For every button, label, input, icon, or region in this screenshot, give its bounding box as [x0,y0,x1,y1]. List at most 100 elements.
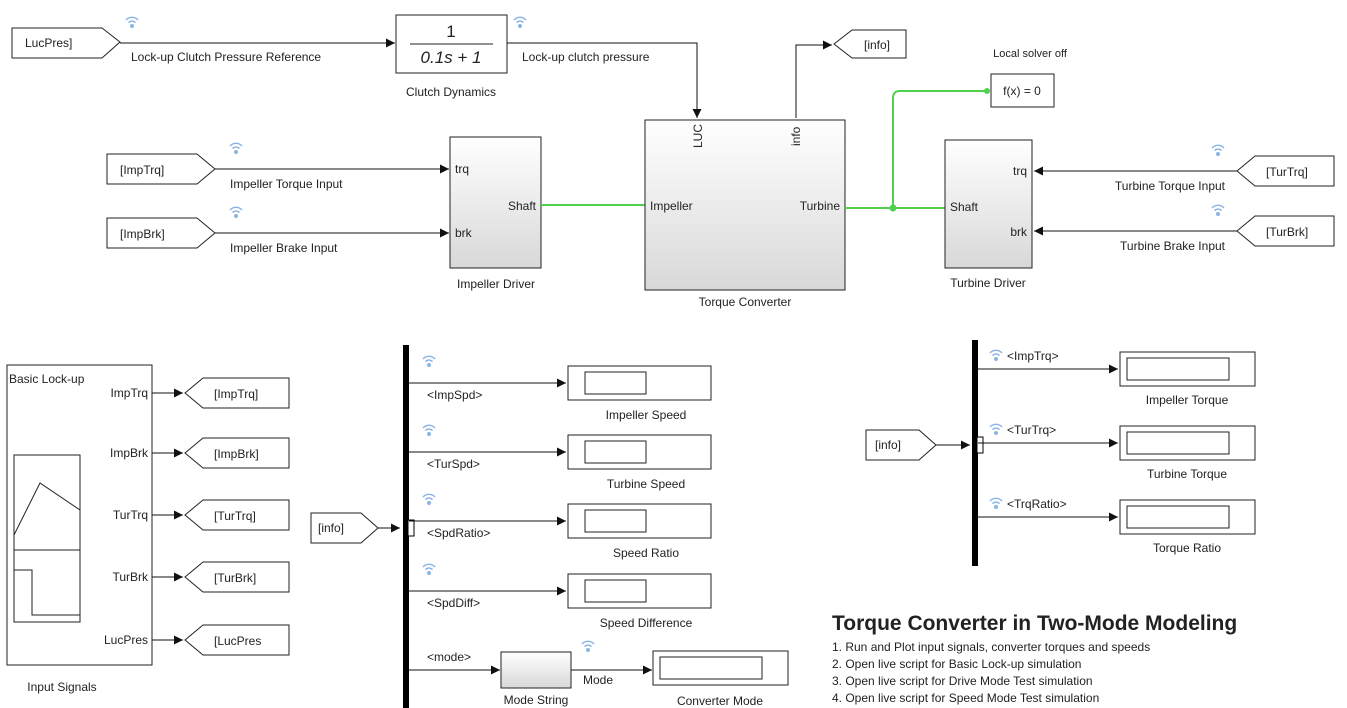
svg-text:brk: brk [1010,225,1028,239]
signal-log-icon[interactable] [229,142,243,155]
svg-text:[TurBrk]: [TurBrk] [1266,225,1308,239]
note-item[interactable]: 4. Open live script for Speed Mode Test … [832,691,1099,705]
signal-log-icon[interactable] [989,423,1003,436]
impeller-torque-label: Impeller Torque Input [230,177,343,191]
from-lucpres-label: LucPres] [25,36,72,50]
mode-string-block[interactable] [500,651,572,689]
input-signals-port-label: ImpTrq [110,386,148,400]
input-signals-port-label: LucPres [104,633,148,647]
note-item[interactable]: 1. Run and Plot input signals, converter… [832,640,1150,654]
clutch-out-label: Lock-up clutch pressure [522,50,650,64]
signal-builder-graphic [13,454,81,623]
signal-log-icon[interactable] [581,640,595,653]
tf-denominator: 0.1s + 1 [421,48,482,67]
impeller-brake-label: Impeller Brake Input [230,241,338,255]
turbine-driver-block[interactable]: Shaft trq brk [944,139,1033,269]
turbine-torque-label: Turbine Torque Input [1115,179,1226,193]
display-block[interactable] [567,573,712,609]
display-name: Impeller Speed [606,408,687,422]
goto-label: [TurBrk] [214,571,256,585]
svg-text:[ImpBrk]: [ImpBrk] [120,227,165,241]
from-impbrk-block[interactable]: [ImpBrk] [106,217,216,249]
bus-signal-label: <ImpTrq> [1007,349,1059,363]
torque-converter-name: Torque Converter [699,295,792,309]
input-signals-port-label: ImpBrk [110,446,149,460]
from-turbrk-block[interactable]: [TurBrk] [1236,215,1335,247]
note-item[interactable]: 2. Open live script for Basic Lock-up si… [832,657,1081,671]
svg-text:Shaft: Shaft [508,199,537,213]
signal-log-icon[interactable] [513,16,527,29]
goto-info-label: [info] [864,38,890,52]
svg-text:trq: trq [1013,164,1027,178]
display-name: Speed Difference [600,616,693,630]
display-name: Speed Ratio [613,546,679,560]
goto-label: [ImpBrk] [214,447,259,461]
signal-log-icon[interactable] [989,349,1003,362]
torque-bus-selector[interactable] [972,340,978,566]
solver-connection[interactable] [892,90,985,208]
display-name: Turbine Speed [607,477,685,491]
info-line[interactable] [795,40,832,118]
speed-bus-selector[interactable] [403,345,409,708]
svg-text:Shaft: Shaft [950,200,979,214]
from-lucpres-block[interactable]: LucPres] [11,27,121,59]
svg-text:trq: trq [455,162,469,176]
impeller-driver-block[interactable]: trq brk Shaft [449,136,542,269]
goto-block[interactable]: [ImpTrq] [184,377,290,409]
from-turtrq-block[interactable]: [TurTrq] [1236,155,1335,187]
signal-log-icon[interactable] [422,493,436,506]
svg-text:brk: brk [455,226,473,240]
goto-block[interactable]: [TurBrk] [184,561,290,593]
goto-block[interactable]: [LucPres [184,624,290,656]
display-block[interactable] [567,503,712,539]
clutch-out-line[interactable] [507,42,702,118]
bus-signal-label: <TrqRatio> [1007,497,1067,511]
note-item[interactable]: 3. Open live script for Drive Mode Test … [832,674,1093,688]
signal-log-icon[interactable] [422,424,436,437]
display-name: Impeller Torque [1146,393,1229,407]
clutch-dynamics-block[interactable]: 1 0.1s + 1 [395,14,508,74]
goto-label: [TurTrq] [214,509,256,523]
goto-info-block[interactable]: [info] [833,29,907,59]
display-block[interactable] [1119,499,1256,535]
bus-signal-label: <SpdRatio> [427,526,490,540]
bus-signal-label: <SpdDiff> [427,596,480,610]
display-block[interactable] [567,365,712,401]
bus-signal-label: <TurSpd> [427,457,480,471]
converter-mode-display[interactable] [652,650,789,686]
solver-text: f(x) = 0 [1003,84,1041,98]
mode-string-name: Mode String [504,693,569,707]
notes-title: Torque Converter in Two-Mode Modeling [832,612,1237,635]
clutch-dynamics-name: Clutch Dynamics [406,85,496,99]
mode-out-label: Mode [583,673,613,687]
signal-log-icon[interactable] [1211,204,1225,217]
converter-mode-name: Converter Mode [677,694,763,708]
goto-block[interactable]: [ImpBrk] [184,437,290,469]
input-signals-port-label: TurBrk [112,570,149,584]
turbine-brake-label: Turbine Brake Input [1120,239,1226,253]
scenario-label: Basic Lock-up [9,372,85,386]
solver-configuration-block[interactable]: f(x) = 0 [990,73,1055,108]
signal-log-icon[interactable] [989,497,1003,510]
impeller-driver-name: Impeller Driver [457,277,535,291]
goto-block[interactable]: [TurTrq] [184,499,290,531]
from-info-torque-block[interactable]: [info] [865,429,937,461]
signal-log-icon[interactable] [1211,144,1225,157]
from-imptrq-block[interactable]: [ImpTrq] [106,153,216,185]
torque-converter-block[interactable]: Impeller Turbine LUC info [644,119,846,291]
input-signals-block[interactable]: Basic Lock-up [6,364,153,666]
signal-log-icon[interactable] [422,563,436,576]
signal-log-icon[interactable] [125,16,139,29]
svg-text:[ImpTrq]: [ImpTrq] [120,163,164,177]
svg-text:[TurTrq]: [TurTrq] [1266,165,1308,179]
display-block[interactable] [567,434,712,470]
display-block[interactable] [1119,425,1256,461]
svg-text:Turbine: Turbine [800,199,841,213]
signal-log-icon[interactable] [229,206,243,219]
from-info-speed-block[interactable]: [info] [310,512,379,544]
display-block[interactable] [1119,351,1256,387]
clutch-ref-label: Lock-up Clutch Pressure Reference [131,50,321,64]
goto-label: [LucPres [214,634,261,648]
svg-text:LUC: LUC [691,124,705,148]
signal-log-icon[interactable] [422,355,436,368]
